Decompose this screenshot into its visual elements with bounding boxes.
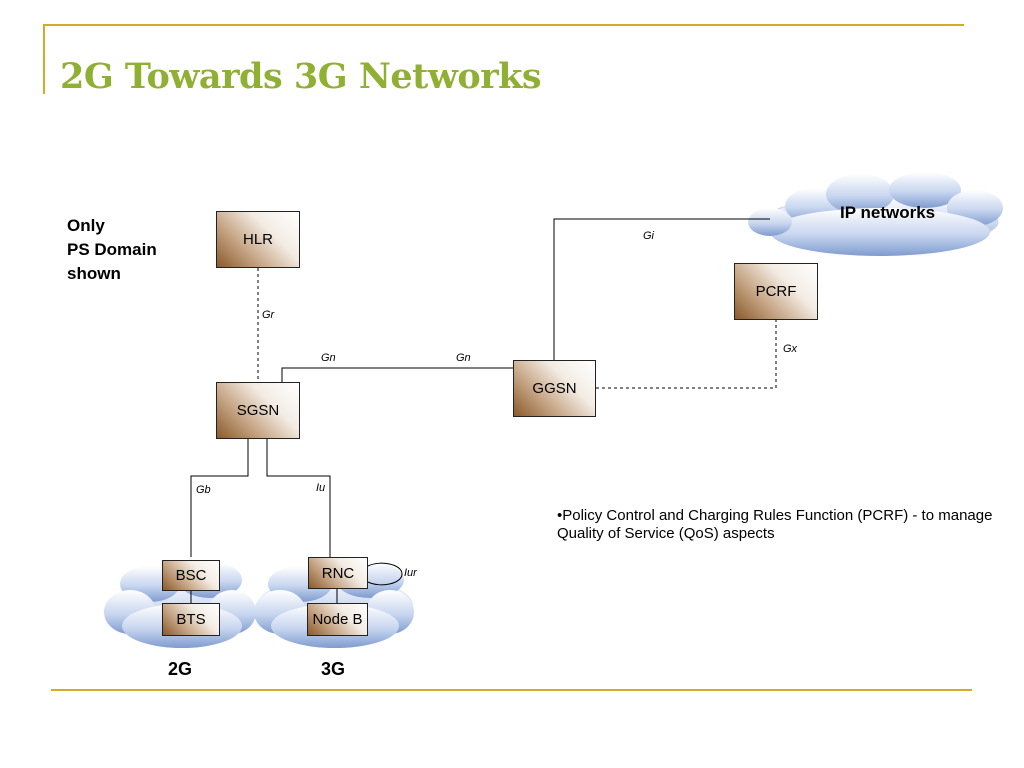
iu-label: Iu	[316, 482, 326, 494]
note-line: shown	[67, 264, 121, 283]
gb-label: Gb	[196, 484, 211, 496]
2g-label: 2G	[168, 659, 193, 679]
hlr-node[interactable]: HLR	[216, 211, 300, 268]
pcrf-node[interactable]: PCRF	[734, 263, 818, 320]
iur-loop	[367, 562, 403, 586]
ip-networks-cloud	[748, 172, 1003, 256]
bottom-border-line	[51, 689, 972, 691]
iur-label: Iur	[404, 567, 417, 579]
gi-label: Gi	[643, 230, 654, 242]
gx-link	[596, 320, 777, 389]
rnc-node[interactable]: RNC	[308, 557, 368, 589]
sgsn-node[interactable]: SGSN	[216, 382, 300, 439]
left-border-line	[43, 24, 45, 94]
slide-title: 2G Towards 3G Networks	[60, 56, 542, 97]
ggsn-node[interactable]: GGSN	[513, 360, 596, 417]
gx-label: Gx	[783, 343, 798, 355]
note-line: PS Domain	[67, 240, 157, 259]
gb-link	[190, 439, 249, 557]
bsc-node[interactable]: BSC	[162, 560, 220, 591]
gn-label-left: Gn	[321, 352, 336, 364]
3g-label: 3G	[321, 659, 346, 679]
gn-link	[281, 367, 513, 382]
top-border-line	[43, 24, 964, 26]
gn-label-right: Gn	[456, 352, 471, 364]
note-line: Only	[67, 216, 105, 235]
ps-domain-note: Only PS Domain shown	[67, 214, 157, 286]
bts-node[interactable]: BTS	[162, 603, 220, 636]
nodeb-node[interactable]: Node B	[307, 603, 368, 636]
iu-link	[266, 439, 331, 557]
gr-label: Gr	[262, 309, 275, 321]
pcrf-description: •Policy Control and Charging Rules Funct…	[557, 507, 993, 542]
gi-link	[553, 218, 770, 360]
ip-networks-label: IP networks	[840, 203, 936, 222]
